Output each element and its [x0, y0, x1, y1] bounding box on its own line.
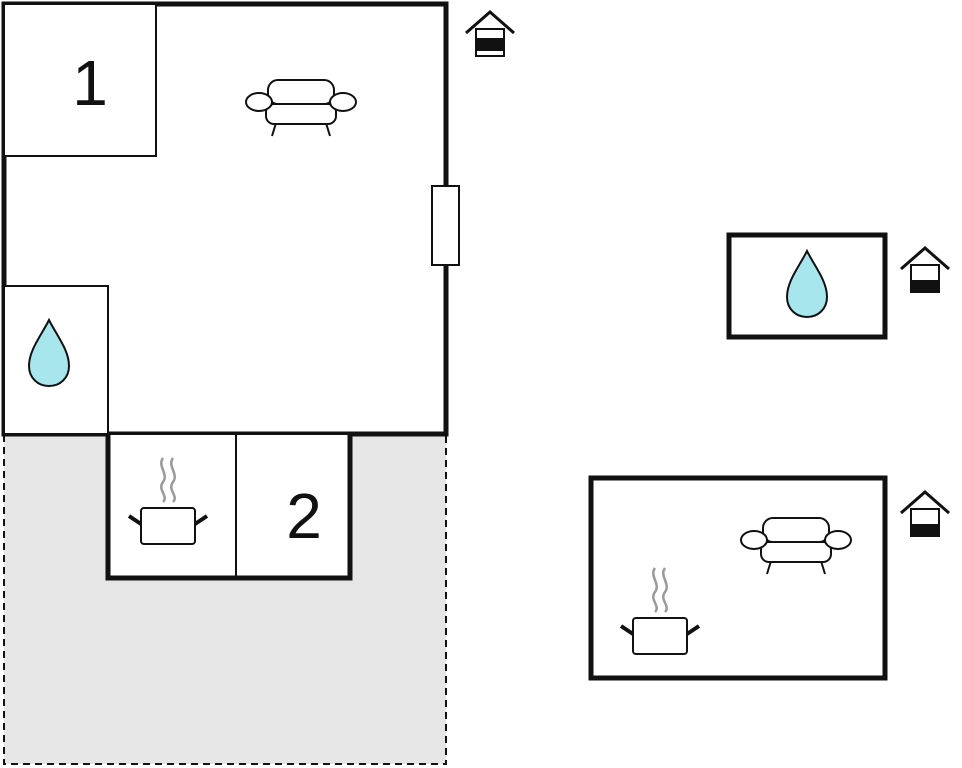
door: [431, 185, 460, 266]
room-1: [3, 3, 157, 157]
floor-icon-living: [899, 490, 951, 538]
floor-icon-bath: [899, 246, 951, 294]
room-label-2: 2: [286, 480, 322, 552]
room-label-1: 1: [72, 47, 108, 119]
floor-icon-main: [464, 10, 516, 58]
